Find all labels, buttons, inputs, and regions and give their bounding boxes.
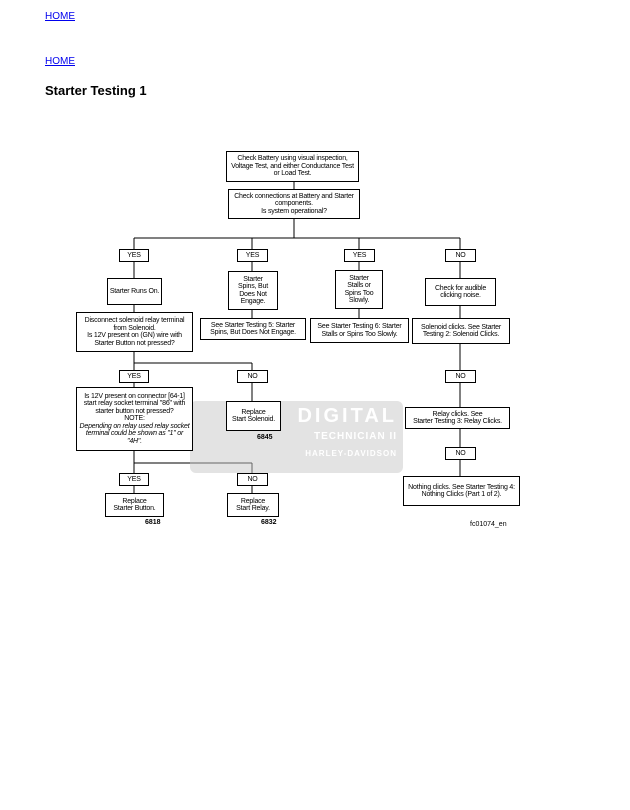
is-12v-note: Depending on relay used relay socket ter… (79, 422, 190, 445)
no-label: NO (445, 249, 476, 262)
yes-label: YES (119, 249, 149, 262)
watermark-line2: TECHNICIAN II (314, 431, 397, 442)
solenoid-clicks-box: Solenoid clicks. See Starter Testing 2: … (412, 318, 510, 344)
home-link-top[interactable]: HOME (45, 11, 75, 22)
yes-label: YES (119, 473, 149, 486)
figure-id: fc01074_en (470, 521, 507, 528)
audible-click-box: Check for audible clicking noise. (425, 278, 496, 306)
yes-label: YES (237, 249, 268, 262)
check-battery-box: Check Battery using visual inspection, V… (226, 151, 359, 182)
code-solenoid: 6845 (257, 434, 273, 441)
code-relay: 6832 (261, 519, 277, 526)
stalls-box: Starter Stalls or Spins Too Slowly. (335, 270, 383, 309)
no-label: NO (445, 447, 476, 460)
see-testing-6-box: See Starter Testing 6: Starter Stalls or… (310, 318, 409, 343)
is-12v-question: Is 12V present on connector [64-1] start… (83, 392, 186, 423)
starter-runs-on-box: Starter Runs On. (107, 278, 162, 305)
home-link[interactable]: HOME (45, 56, 75, 67)
yes-label: YES (344, 249, 375, 262)
replace-solenoid-box: Replace Start Solenoid. (226, 401, 281, 431)
no-label: NO (237, 473, 268, 486)
see-testing-5-box: See Starter Testing 5: Starter Spins, Bu… (200, 318, 306, 340)
no-label: NO (445, 370, 476, 383)
spins-not-engage-box: Starter Spins, But Does Not Engage. (228, 271, 278, 310)
watermark-logo: DIGITAL TECHNICIAN II HARLEY-DAVIDSON (190, 401, 403, 473)
code-button: 6818 (145, 519, 161, 526)
page-title: Starter Testing 1 (45, 83, 147, 98)
relay-clicks-box: Relay clicks. See Starter Testing 3: Rel… (405, 407, 510, 429)
no-label: NO (237, 370, 268, 383)
disconnect-box: Disconnect solenoid relay terminal from … (76, 312, 193, 352)
replace-relay-box: Replace Start Relay. (227, 493, 279, 517)
replace-button-box: Replace Starter Button. (105, 493, 164, 517)
yes-label: YES (119, 370, 149, 383)
nothing-clicks-box: Nothing clicks. See Starter Testing 4: N… (403, 476, 520, 506)
is-12v-box: Is 12V present on connector [64-1] start… (76, 387, 193, 451)
watermark-line1: DIGITAL (297, 405, 397, 427)
watermark-line3: HARLEY-DAVIDSON (305, 449, 397, 458)
check-connections-box: Check connections at Battery and Starter… (228, 189, 360, 219)
